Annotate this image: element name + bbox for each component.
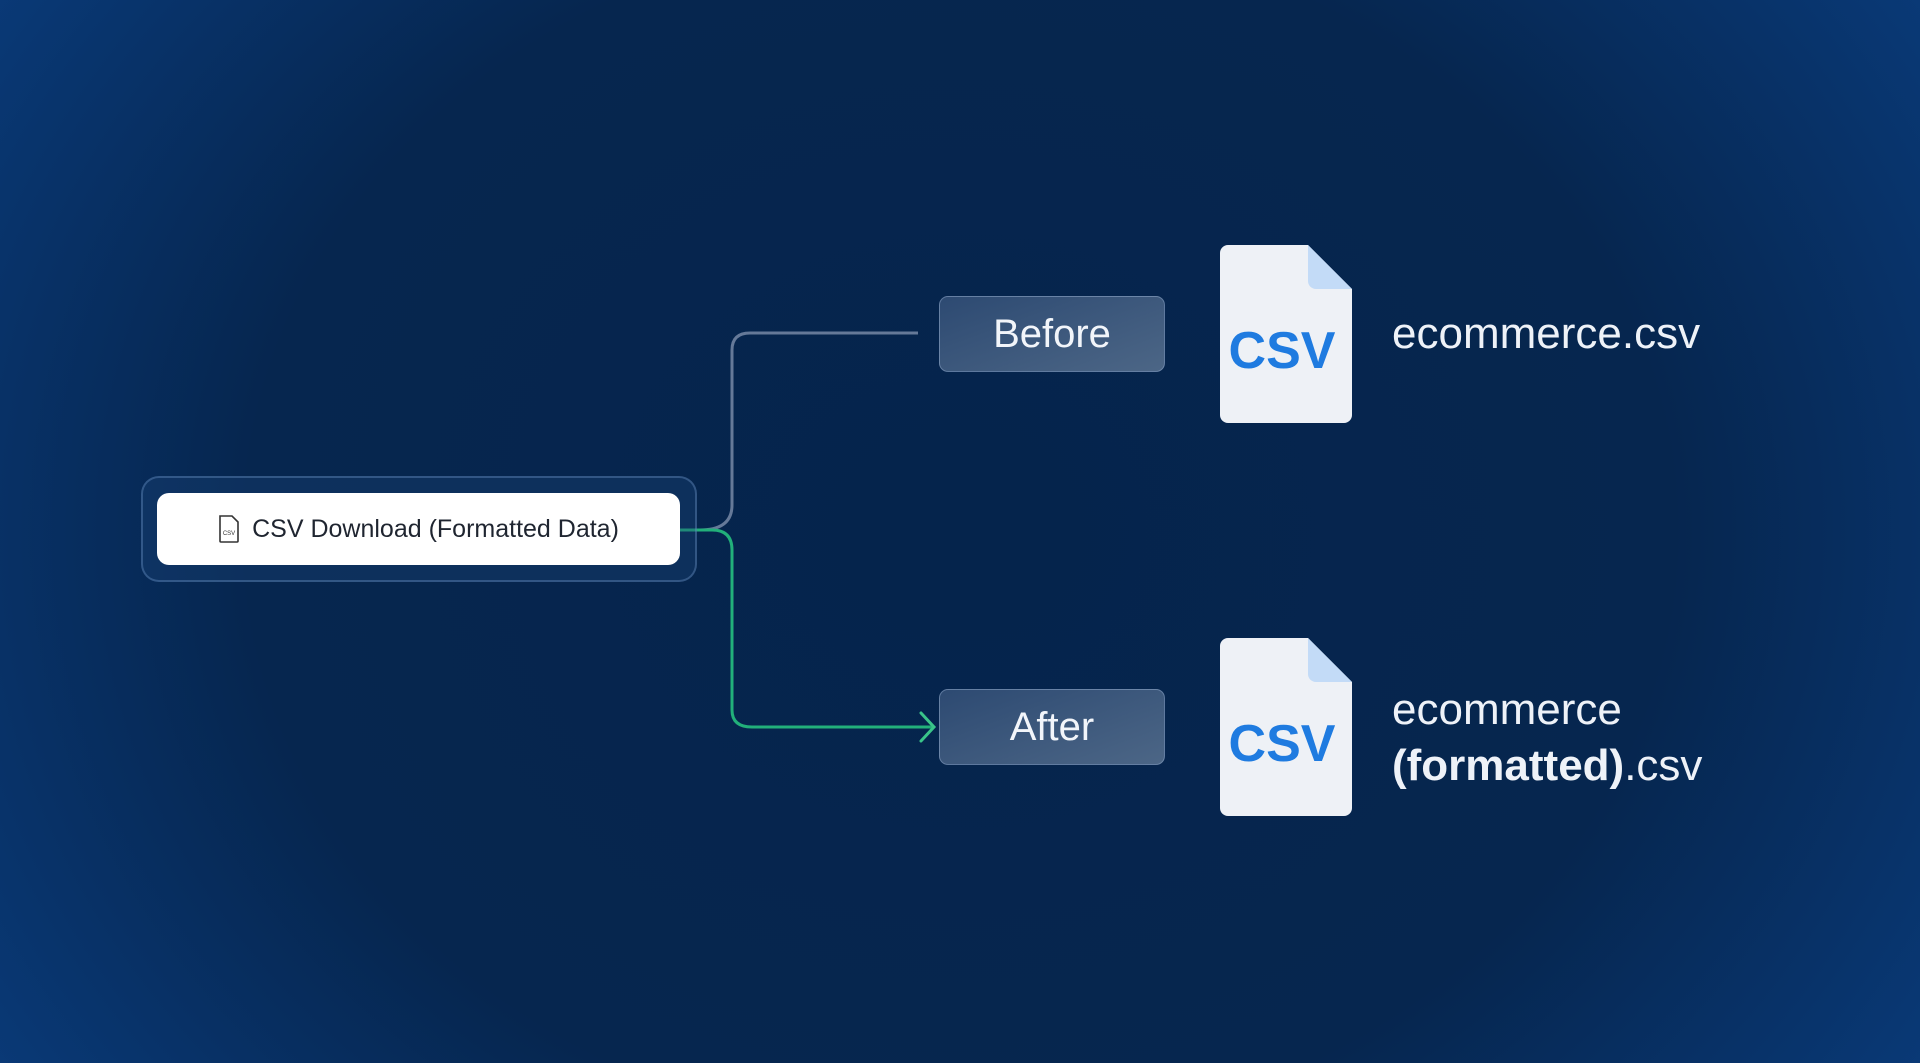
svg-text:CSV: CSV [1229,715,1336,773]
svg-text:CSV: CSV [1229,322,1336,380]
csv-download-button[interactable]: CSV CSV Download (Formatted Data) [157,493,680,565]
before-connector [699,331,918,532]
csv-file-icon-after: CSV [1220,638,1352,816]
after-filename-bold: (formatted) [1392,741,1625,790]
csv-file-icon: CSV [219,515,239,543]
before-filename: ecommerce.csv [1392,309,1701,358]
csv-file-icon-before: CSV [1220,245,1352,423]
svg-text:CSV: CSV [223,531,235,537]
after-filename: ecommerce (formatted).csv [1392,682,1702,794]
arrow-head-icon [919,711,937,743]
after-filename-base: ecommerce [1392,685,1622,734]
csv-download-label: CSV Download (Formatted Data) [252,514,619,543]
after-filename-ext: .csv [1624,741,1703,790]
after-connector [680,528,932,729]
before-label: Before [939,296,1165,372]
after-label: After [939,689,1165,765]
